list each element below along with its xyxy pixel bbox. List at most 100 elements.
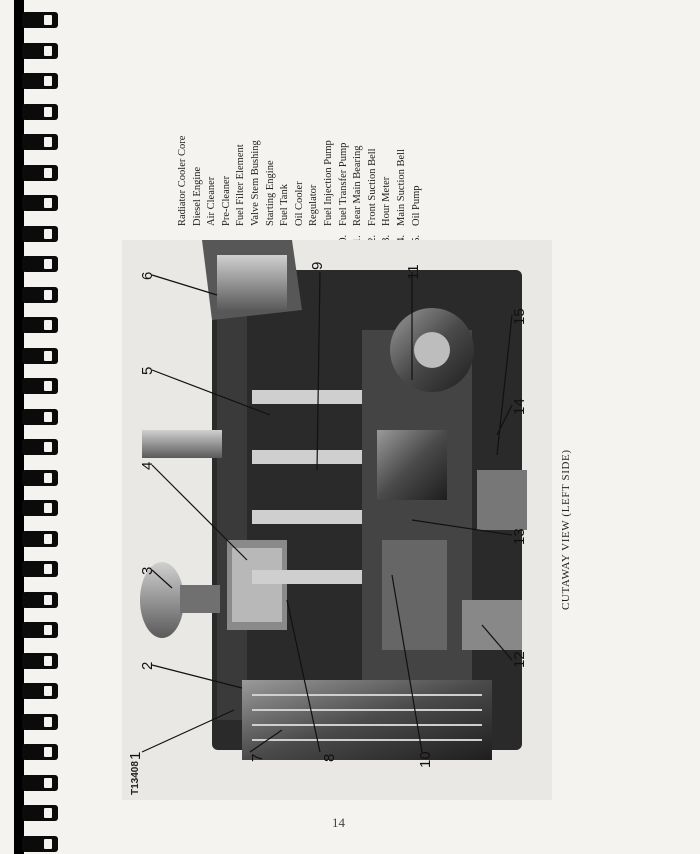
binding-ring <box>22 164 58 181</box>
parts-list-label: Valve Stem Bushing <box>249 140 261 226</box>
binding-ring <box>22 561 58 577</box>
parts-list-label: Oil Cooler <box>293 181 305 226</box>
oil-pump <box>477 470 527 530</box>
binding-ring <box>22 774 58 791</box>
parts-list-label: Fuel Filter Element <box>235 144 247 226</box>
parts-list-item: Air Cleaner <box>205 18 220 248</box>
parts-list-label: Fuel Injection Pump <box>322 140 334 226</box>
binding-ring <box>22 256 58 272</box>
parts-list-label: Oil Pump <box>410 185 422 226</box>
parts-list-label: Fuel Tank <box>279 184 291 226</box>
air-cleaner-stack <box>180 585 220 613</box>
page-number: 14 <box>332 815 345 830</box>
binding-ring <box>22 225 58 242</box>
flywheel-hub <box>414 332 450 368</box>
binding-ring <box>22 652 58 669</box>
binding-ring <box>22 378 58 394</box>
binding-ring <box>22 73 58 89</box>
caption-text: CUTAWAY VIEW (LEFT SIDE) <box>560 449 572 610</box>
parts-list-item: 2.Diesel Engine <box>191 18 206 248</box>
callout-11: 11 <box>405 264 422 280</box>
binding-ring <box>22 347 58 364</box>
radiator-cooler-core <box>242 680 492 760</box>
parts-list-label: Rear Main Bearing <box>352 145 364 226</box>
parts-list-item: 15.Oil Pump <box>410 18 425 248</box>
binding-ring <box>22 500 58 516</box>
callout-5: 5 <box>139 367 156 375</box>
parts-list-label: Hour Meter <box>381 176 393 226</box>
callout-15: 15 <box>511 308 528 325</box>
callout-1: 1 <box>127 752 144 760</box>
radiator-fins <box>252 694 482 741</box>
spiral-binding <box>0 0 62 854</box>
callout-9: 9 <box>309 262 326 270</box>
callout-12: 12 <box>511 651 528 668</box>
parts-list-item: 12.Front Suction Bell <box>366 18 381 248</box>
parts-list-label: Radiator Cooler Core <box>177 135 188 226</box>
binding-ring <box>22 805 58 821</box>
binding-ring <box>22 469 58 486</box>
binding-spine <box>14 0 24 854</box>
callout-numbers: 1 2 3 4 5 6 7 8 9 10 11 12 13 14 15 <box>127 262 528 768</box>
parts-list-label: Air Cleaner <box>206 176 218 226</box>
binding-ring <box>22 12 58 28</box>
front-suction-bell <box>462 600 522 650</box>
callout-14: 14 <box>511 398 528 415</box>
callout-13: 13 <box>511 528 528 545</box>
callout-4: 4 <box>139 462 156 470</box>
parts-list-item: 8.Regulator <box>307 18 322 248</box>
engine-cutaway-illustration: 1 2 3 4 5 6 7 8 9 10 11 12 13 14 15 T134… <box>122 240 552 800</box>
binding-ring <box>22 622 58 638</box>
binding-ring <box>22 317 58 333</box>
parts-list-item: 13.Hour Meter <box>380 18 395 248</box>
parts-list-item: 10.Fuel Transfer Pump <box>337 18 352 248</box>
parts-list-item: 5.Valve Stem Bushing <box>249 18 264 248</box>
binding-ring <box>22 683 58 699</box>
binding-ring <box>22 286 58 303</box>
fuel-filter-element <box>232 548 282 622</box>
leader-lines <box>141 271 513 753</box>
binding-ring <box>22 42 58 59</box>
crankshaft-section <box>377 430 447 500</box>
parts-list-item: 1.Radiator Cooler Core <box>176 18 191 248</box>
callout-3: 3 <box>139 567 156 575</box>
binding-ring <box>22 439 58 455</box>
binding-ring <box>22 713 58 730</box>
binding-ring <box>22 835 58 852</box>
callout-6: 6 <box>139 272 156 280</box>
parts-list-item: 3.Pre-Cleaner <box>220 18 235 248</box>
parts-list-label: Front Suction Bell <box>366 148 378 226</box>
parts-list-item: 7.Oil Cooler <box>293 18 308 248</box>
binding-ring <box>22 744 58 760</box>
parts-legend: 1.Radiator Cooler Core2.Diesel EngineAir… <box>176 18 422 248</box>
parts-list-label: Diesel Engine <box>191 166 203 226</box>
parts-list-label: Pre-Cleaner <box>220 175 232 226</box>
parts-list-item: 14.Main Suction Bell <box>395 18 410 248</box>
figure-caption: CUTAWAY VIEW (LEFT SIDE) <box>560 430 580 610</box>
figure-id: T13408 <box>130 761 141 795</box>
binding-ring <box>22 103 58 120</box>
parts-list-label: Regulator <box>308 184 320 226</box>
parts-list-label: Main Suction Bell <box>395 149 407 226</box>
parts-list-label: Starting Engine <box>264 160 276 226</box>
exhaust-pipe <box>142 430 222 458</box>
fuel-injection-pump-body <box>382 540 447 650</box>
callout-10: 10 <box>417 751 434 768</box>
binding-ring <box>22 134 58 150</box>
parts-list-item: 9.Fuel Injection Pump <box>322 18 337 248</box>
binding-ring <box>22 591 58 608</box>
callout-8: 8 <box>321 754 338 762</box>
starting-engine-fuel-tank <box>217 255 287 310</box>
valve-train <box>252 390 372 584</box>
parts-list-label: Fuel Transfer Pump <box>337 142 349 226</box>
valve-cover <box>217 270 247 720</box>
parts-list-item: 11.Rear Main Bearing <box>351 18 366 248</box>
callout-2: 2 <box>139 662 156 670</box>
callout-7: 7 <box>249 754 266 762</box>
parts-list-item: 4.Fuel Filter Element <box>234 18 249 248</box>
binding-ring <box>22 530 58 547</box>
pre-cleaner <box>140 562 184 638</box>
binding-ring <box>22 195 58 211</box>
binding-ring <box>22 408 58 425</box>
parts-list-item: 6.Starting Engine <box>264 18 279 248</box>
